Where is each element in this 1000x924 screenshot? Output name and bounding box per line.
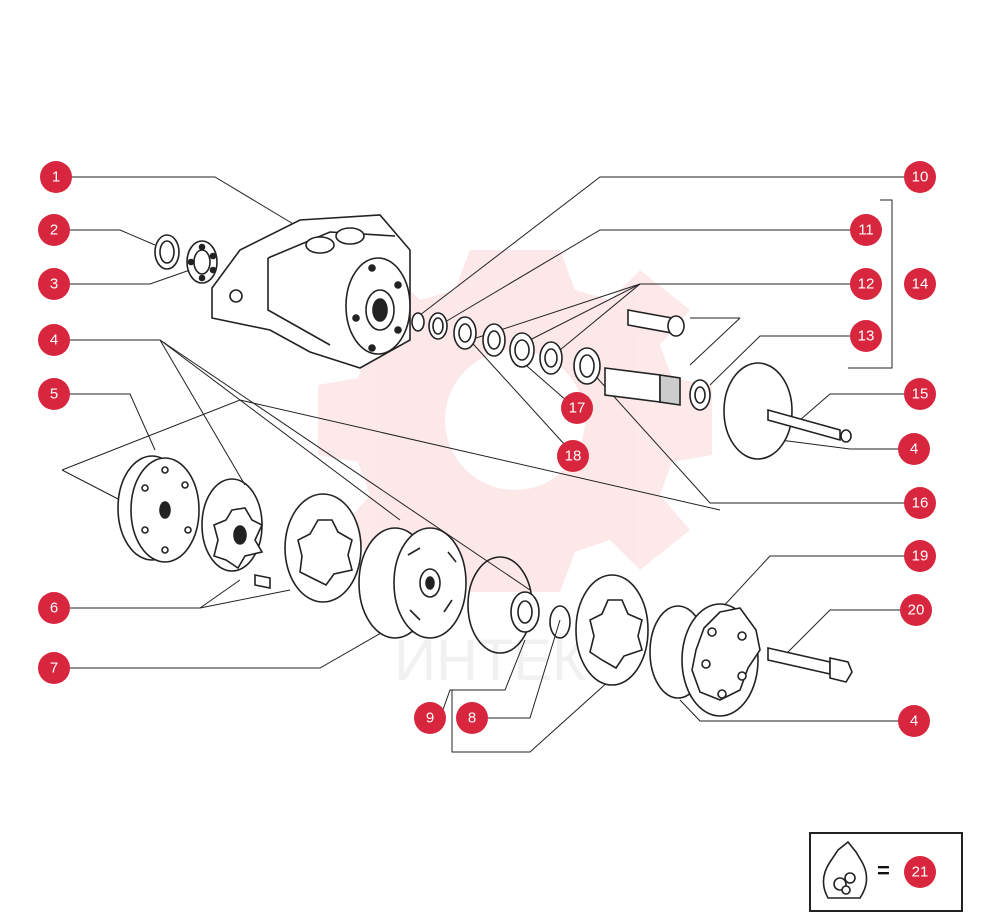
callout-badge xyxy=(38,378,70,410)
callout-badge xyxy=(38,592,70,624)
callout-badge xyxy=(904,378,936,410)
callout-badge xyxy=(38,324,70,356)
callout-badge xyxy=(414,702,446,734)
callout-c16: 16 xyxy=(904,487,936,519)
callout-badge xyxy=(850,268,882,300)
callout-c12: 12 xyxy=(850,268,882,300)
callout-c1: 1 xyxy=(40,161,72,193)
callout-number: 2 xyxy=(50,222,58,239)
callout-badge xyxy=(898,705,930,737)
callout-c2: 2 xyxy=(38,214,70,246)
callout-badge xyxy=(38,268,70,300)
callout-c6: 6 xyxy=(38,592,70,624)
rotor-7 xyxy=(358,527,467,639)
bolt-20 xyxy=(767,646,853,683)
end-cover-19 xyxy=(681,603,761,717)
callout-c11: 11 xyxy=(850,214,882,246)
callout-c7: 7 xyxy=(38,652,70,684)
callout-c13: 13 xyxy=(850,320,882,352)
callout-number: 10 xyxy=(912,169,929,186)
callout-c18: 18 xyxy=(557,440,589,472)
callout-number: 12 xyxy=(858,276,875,293)
end-plate-5 xyxy=(117,455,200,563)
callout-c3: 3 xyxy=(38,268,70,300)
callout-badge xyxy=(904,487,936,519)
callout-c10: 10 xyxy=(904,161,936,193)
callout-number: 4 xyxy=(910,441,918,458)
callout-number: 21 xyxy=(912,864,929,881)
seal-kit-legend: = xyxy=(809,832,963,912)
callout-number: 9 xyxy=(426,710,434,727)
callout-badge xyxy=(850,214,882,246)
callout-badge xyxy=(38,214,70,246)
stator xyxy=(575,574,707,699)
callout-c4c: 4 xyxy=(898,705,930,737)
callout-badge xyxy=(456,702,488,734)
small-seals-chain xyxy=(411,312,601,385)
callout-badge xyxy=(38,652,70,684)
callout-c5: 5 xyxy=(38,378,70,410)
callout-c20: 20 xyxy=(900,594,932,626)
callout-number: 7 xyxy=(50,660,58,677)
ring-parts-8-9 xyxy=(467,556,571,654)
callout-c17: 17 xyxy=(561,392,593,424)
callout-c21: 21 xyxy=(904,856,936,888)
equals-sign: = xyxy=(877,858,890,883)
shaft-assembly xyxy=(604,309,852,460)
callout-badge xyxy=(557,440,589,472)
callout-number: 19 xyxy=(912,548,929,565)
callout-number: 8 xyxy=(468,710,476,727)
callout-number: 17 xyxy=(569,400,586,417)
callout-c8: 8 xyxy=(456,702,488,734)
callout-c4a: 4 xyxy=(38,324,70,356)
motor-housing xyxy=(211,214,411,369)
callout-badge xyxy=(898,433,930,465)
bearing-3 xyxy=(186,240,218,284)
callout-number: 11 xyxy=(858,222,874,239)
callout-badge xyxy=(900,594,932,626)
callout-badge xyxy=(904,856,936,888)
callout-number: 5 xyxy=(50,386,58,403)
callout-badge xyxy=(40,161,72,193)
callout-number: 3 xyxy=(50,276,58,293)
callout-number: 13 xyxy=(858,328,875,345)
callout-c4b: 4 xyxy=(898,433,930,465)
callout-badge xyxy=(561,392,593,424)
callout-badge xyxy=(904,268,936,300)
callout-number: 16 xyxy=(912,495,929,512)
callout-c14: 14 xyxy=(904,268,936,300)
callout-number: 4 xyxy=(50,332,58,349)
callout-number: 20 xyxy=(908,602,925,619)
callout-badge xyxy=(850,320,882,352)
gearset-parts xyxy=(201,478,362,603)
callout-c9: 9 xyxy=(414,702,446,734)
callout-badge xyxy=(904,540,936,572)
callout-c15: 15 xyxy=(904,378,936,410)
leader-lines xyxy=(61,176,920,753)
seal-ring-2 xyxy=(154,234,180,270)
callout-number: 6 xyxy=(50,600,58,617)
callout-number: 15 xyxy=(912,386,929,403)
seal-kit-bag-icon xyxy=(822,840,868,899)
callout-number: 4 xyxy=(910,713,918,730)
callout-c19: 19 xyxy=(904,540,936,572)
callout-number: 1 xyxy=(52,169,60,186)
callout-number: 14 xyxy=(912,276,929,293)
callout-badge xyxy=(904,161,936,193)
callout-number: 18 xyxy=(565,448,582,465)
